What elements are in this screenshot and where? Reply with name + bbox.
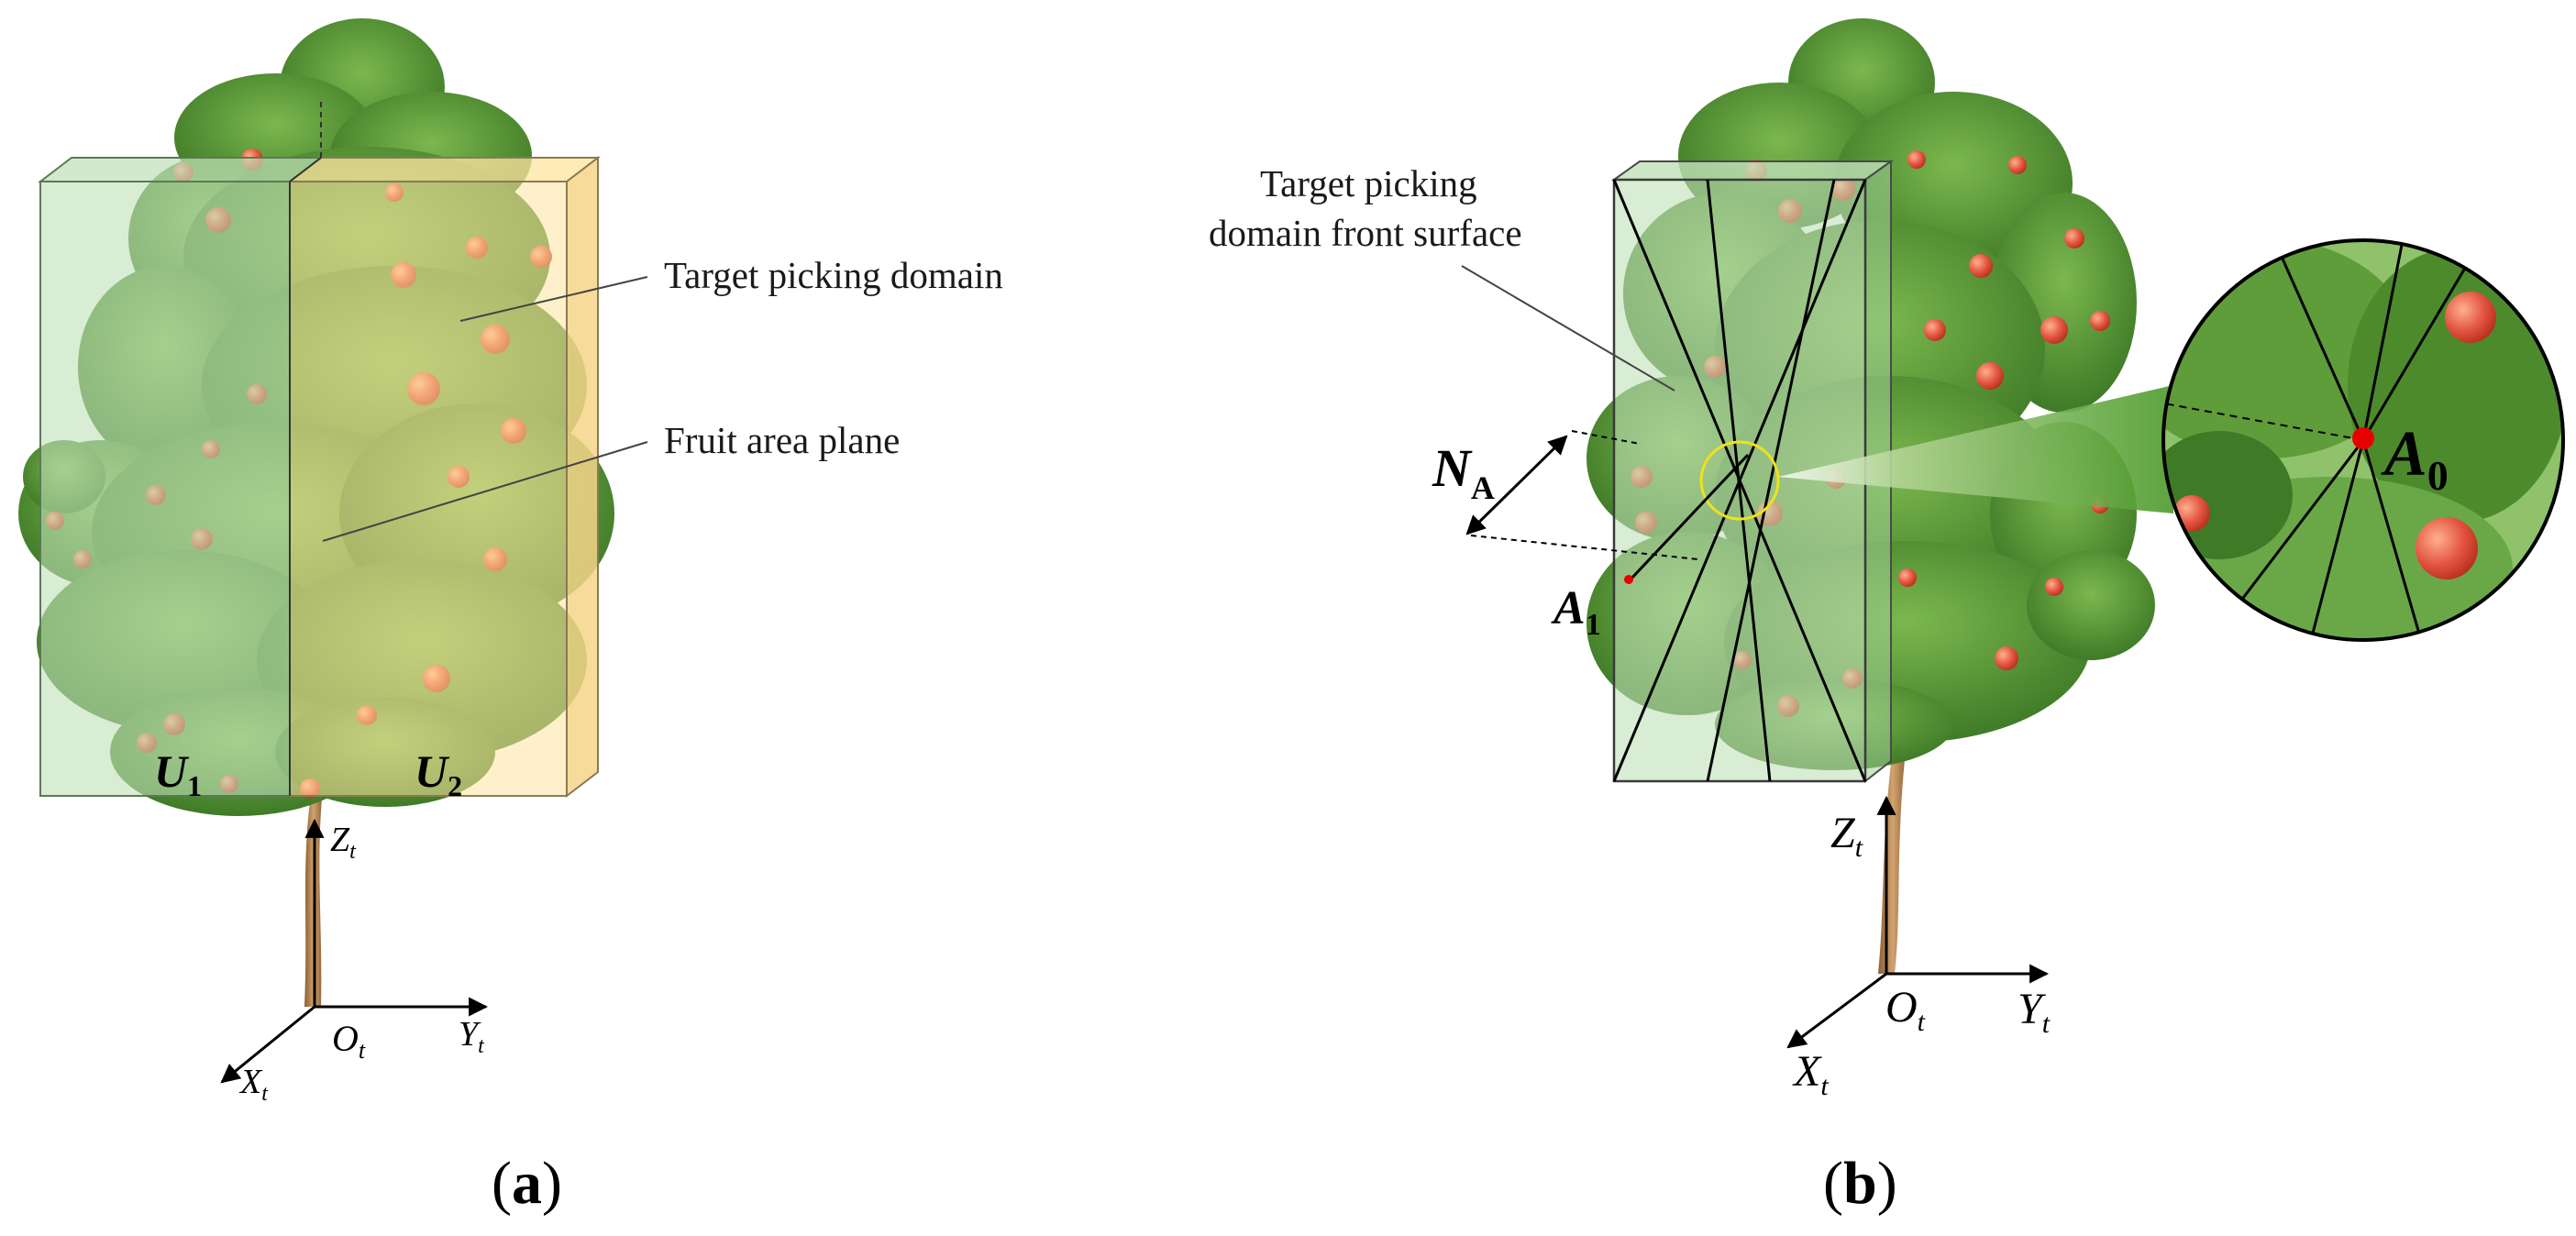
origin-label-a: Ot (332, 1018, 366, 1064)
caption-b: (b) (1823, 1150, 1897, 1217)
leader-line-front-surface (1461, 265, 1675, 392)
label-a1: A1 (1551, 582, 1601, 642)
magnified-inset (2161, 238, 2565, 642)
panel-a: Target picking domain Fruit area plane U… (18, 18, 1003, 1217)
axis-label-x-b: Xt (1792, 1047, 1829, 1101)
origin-label-b: Ot (1885, 983, 1926, 1037)
region-u2-box (287, 155, 601, 799)
point-a1-marker (1624, 575, 1633, 584)
axis-label-y-b: Yt (2018, 985, 2051, 1039)
axis-label-z-a: Zt (330, 821, 357, 864)
coordinate-axes-b (1786, 795, 2050, 1049)
coordinate-axes-a (220, 818, 489, 1084)
axis-label-y-a: Yt (459, 1015, 485, 1058)
point-a0-marker (2352, 427, 2374, 449)
magnification-cone (1778, 385, 2173, 513)
leader-line-plane (322, 441, 648, 542)
axis-label-z-b: Zt (1830, 809, 1863, 863)
caption-a: (a) (492, 1150, 562, 1217)
label-na: NA (1432, 438, 1495, 506)
leader-line-domain (459, 276, 648, 322)
panel-b: A0 NA A1 Target picking domain front sur… (1209, 18, 2565, 1217)
tree-trunk-b (1878, 734, 1907, 974)
label-u1: U1 (154, 745, 202, 802)
label-front-surface-line2: domain front surface (1209, 212, 1522, 254)
label-u2: U2 (415, 745, 462, 802)
label-front-surface-line1: Target picking (1260, 162, 1477, 204)
sampling-region-highlight (1699, 440, 1780, 521)
division-lines (1612, 179, 1867, 782)
region-u1-box (38, 157, 324, 797)
label-a0: A0 (2381, 419, 2449, 499)
dimension-na (1465, 430, 1699, 560)
label-target-picking-domain: Target picking domain (664, 254, 1003, 296)
axis-label-x-a: Xt (238, 1063, 269, 1106)
label-fruit-area-plane: Fruit area plane (664, 419, 900, 461)
